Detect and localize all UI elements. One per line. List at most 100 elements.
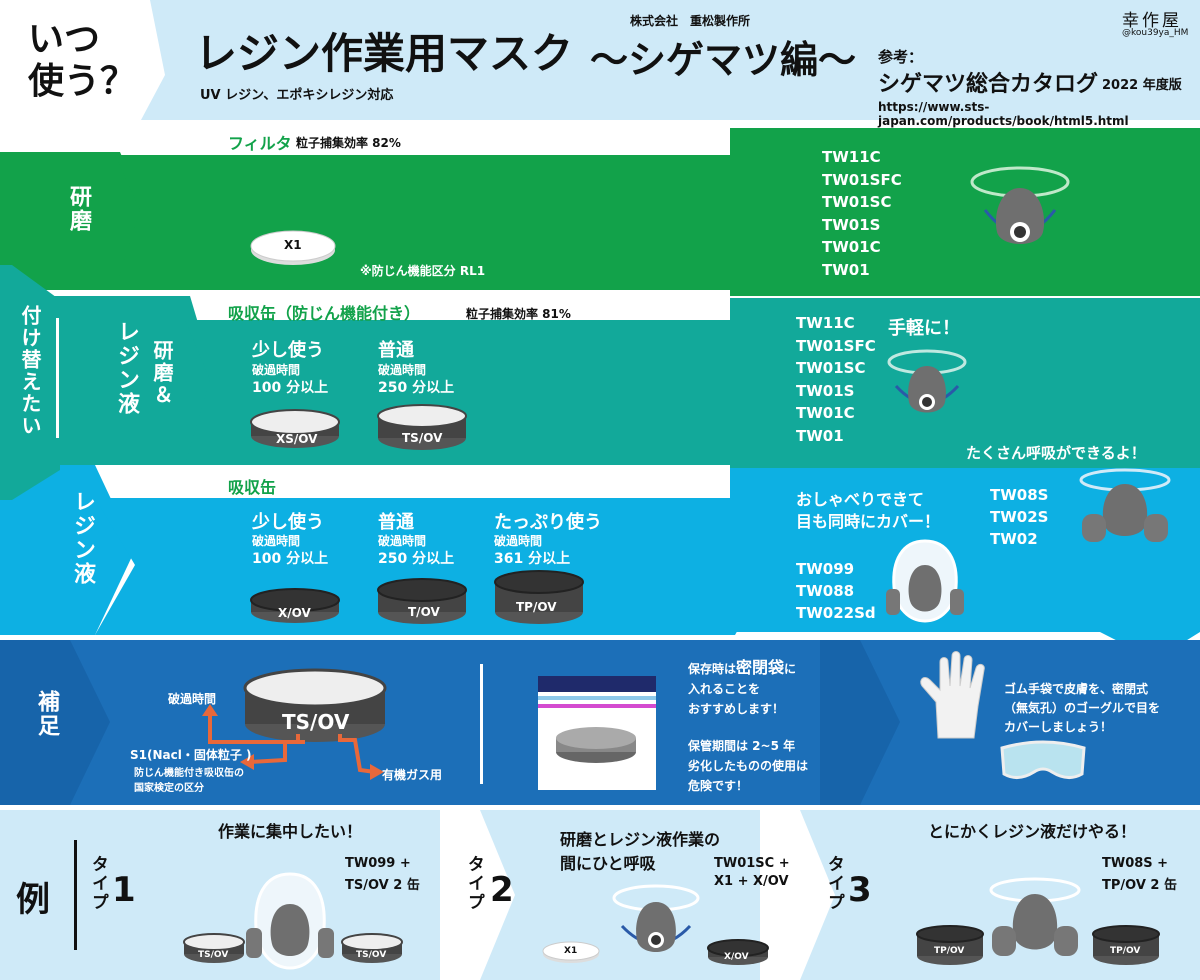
storage-post: に	[784, 662, 797, 676]
storage-emphasis: 密閉袋	[736, 658, 785, 677]
type1-combo-line2: TS/OV 2 缶	[345, 878, 420, 893]
resin-time-2: 250 分以上	[378, 551, 455, 567]
can-tp-ov-icon	[492, 570, 586, 626]
filter-x1-icon	[248, 226, 338, 268]
resin-model-list-a: TW099 TW088 TW022Sd	[796, 558, 876, 624]
can-xs-ov-icon	[248, 408, 342, 450]
model-item: TW01SFC	[796, 336, 876, 355]
both-model-list: TW11C TW01SFC TW01SC TW01S TW01C TW01	[796, 312, 876, 447]
type3-title: とにかくレジン液だけやる！	[928, 822, 1137, 841]
twin-filter-mask-icon	[1070, 468, 1180, 548]
when-label-line1: いつ	[28, 19, 101, 60]
resin-breakthrough-2: 破過時間	[378, 534, 427, 548]
page-subtitle: 〜シゲマツ編〜	[590, 38, 857, 82]
reference-label: 参考：	[878, 48, 924, 66]
both-time-2: 250 分以上	[378, 380, 455, 396]
type1-number: 1	[112, 870, 136, 910]
maker-label: 株式会社 重松製作所	[630, 14, 751, 28]
can-x-ov-label: X/OV	[278, 606, 311, 620]
glove-line2: （無気孔）のゴーグルで目を	[1004, 701, 1161, 715]
resin-can-title: 吸収缶	[228, 478, 277, 497]
can-t-ov-icon	[375, 578, 469, 626]
row-resin-label: レジン液	[70, 490, 95, 586]
period-line3: 危険です！	[688, 779, 749, 793]
resin-usage-3: たっぷり使う	[494, 512, 602, 533]
resin-callout-a-line2: 目も同時にカバー！	[796, 512, 941, 531]
type3-can-label-b: TP/OV	[1110, 946, 1141, 956]
model-item: TW01SC	[796, 359, 866, 377]
storage-line3: おすすめします！	[688, 702, 785, 716]
filter-efficiency: 粒子捕集効率 82%	[296, 136, 401, 150]
resin-time-3: 361 分以上	[494, 551, 571, 567]
model-item: TW01SFC	[822, 170, 902, 189]
model-item: TW02S	[990, 508, 1049, 526]
page-title: レジン作業用マスク	[195, 29, 574, 78]
catalog-url[interactable]: https://www.sts-japan.com/products/book/…	[878, 100, 1129, 128]
filter-title: フィルタ	[228, 134, 292, 153]
type3-combo-line2: TP/OV 2 缶	[1102, 878, 1178, 893]
type1-combo-line1: TW099 +	[345, 856, 411, 871]
storage-note: 保存時は密閉袋に 入れることを おすすめします！	[688, 658, 796, 719]
type1-can-label-b: TS/OV	[356, 950, 387, 960]
lbl-breakthrough: 破過時間	[168, 692, 217, 706]
can-xs-ov-label: XS/OV	[276, 432, 318, 446]
type2-title-line2: 間にひと呼吸	[560, 854, 656, 873]
model-item: TW01	[822, 260, 870, 279]
storage-line2: 入れることを	[688, 682, 761, 696]
model-item: TW099	[796, 560, 855, 578]
ts-ov-diagram-icon	[240, 666, 390, 746]
row-grind-label: 研磨	[66, 185, 91, 233]
storage-pre: 保存時は	[688, 662, 737, 676]
can-ts-ov-icon	[375, 404, 469, 452]
replace-label: 付け替えたい	[18, 305, 42, 437]
type2-combo-line2: X1 + X/OV	[714, 874, 789, 889]
type1-can-label-a: TS/OV	[198, 950, 229, 960]
examples-divider	[74, 840, 77, 950]
lbl-s1-sub2: 国家検定の区分	[134, 783, 204, 794]
both-can-title: 吸収缶（防じん機能付き）	[228, 304, 421, 323]
callout-arrows	[202, 704, 384, 780]
sealed-bag-icon	[538, 676, 656, 790]
resin-callout-b: たくさん呼吸ができるよ！	[966, 444, 1146, 462]
model-item: TW11C	[796, 314, 855, 332]
period-note: 保管期間は 2~5 年 劣化したものの使用は 危険です！	[688, 736, 808, 796]
type2-filter-label: X1	[564, 946, 578, 956]
half-mask-small-icon	[882, 348, 972, 424]
glove-note: ゴム手袋で皮膚を、密閉式 （無気孔）のゴーグルで目を カバーしましょう！	[1004, 680, 1160, 737]
type1-can-icon-a	[182, 932, 246, 966]
model-item: TW01	[796, 426, 844, 445]
model-item: TW01C	[822, 238, 881, 256]
period-line1: 保管期間は 2~5 年	[688, 739, 796, 753]
can-t-ov-label: T/OV	[408, 605, 440, 619]
when-label-line2: 使う？	[28, 61, 137, 102]
type2-can-icon	[706, 938, 770, 968]
model-item: TW01S	[796, 381, 855, 400]
catalog-year: 2022 年度版	[1102, 78, 1182, 93]
can-tp-ov-label: TP/OV	[516, 600, 557, 614]
support-label: UV レジン、エポキシレジン対応	[200, 88, 394, 103]
filter-note: ※防じん機能区分 RL1	[360, 264, 486, 278]
type2-filter-icon	[540, 938, 602, 966]
type2-can-label: X/OV	[724, 952, 749, 962]
full-face-mask-icon	[880, 535, 970, 625]
row-both-label-line1: 研磨＆	[150, 340, 174, 406]
type3-combo-line1: TW08S +	[1102, 856, 1169, 871]
glove-line1: ゴム手袋で皮膚を、密閉式	[1004, 682, 1149, 696]
type1-title: 作業に集中したい！	[218, 822, 363, 841]
model-item: TW02	[990, 530, 1038, 548]
type2-half-mask-icon	[606, 884, 706, 964]
model-item: TW01SC	[822, 193, 892, 211]
type3-can-icon-b	[1090, 924, 1162, 968]
glove-icon	[910, 650, 1000, 744]
side-divider	[56, 318, 59, 438]
author-handle: @kou39ya_HM	[1122, 28, 1189, 38]
grind-model-list: TW11C TW01SFC TW01SC TW01S TW01C TW01	[822, 146, 902, 281]
supplement-label: 補足	[34, 690, 59, 738]
both-breakthrough-1: 破過時間	[252, 363, 301, 377]
row-both-label-line2: レジン液	[114, 320, 139, 416]
resin-breakthrough-3: 破過時間	[494, 534, 543, 548]
model-item: TW08S	[990, 486, 1049, 504]
filter-x1-label: X1	[284, 238, 302, 252]
half-mask-icon	[965, 160, 1075, 260]
type3-word: タイプ	[824, 855, 844, 912]
